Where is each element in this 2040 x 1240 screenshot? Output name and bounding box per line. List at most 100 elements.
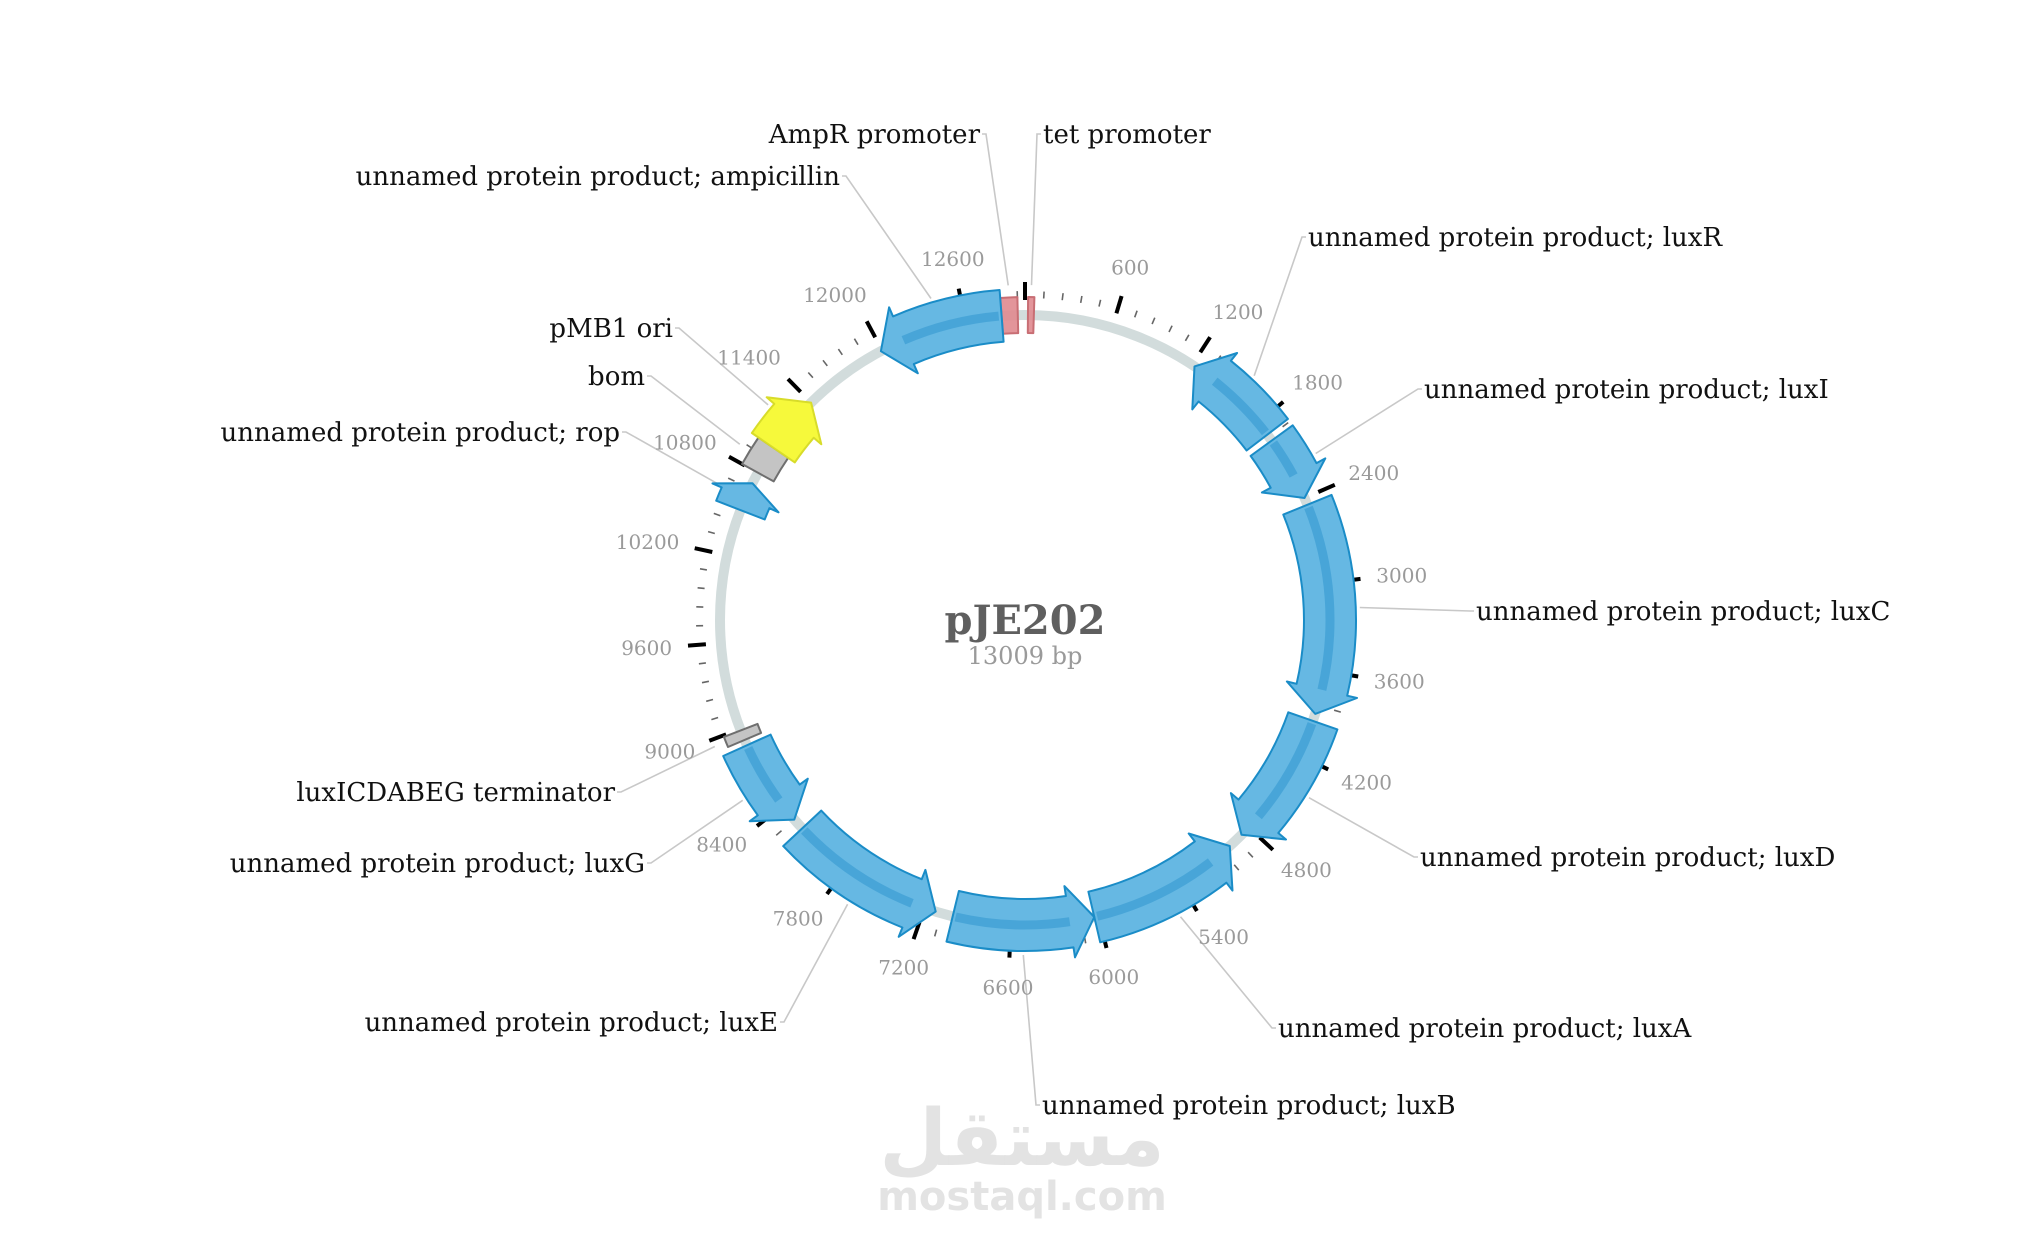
tick-label: 1200: [1213, 300, 1264, 324]
minor-tick: [1133, 310, 1138, 318]
tick-label: 10800: [653, 430, 717, 454]
leader-line-luxB: [1022, 954, 1040, 1106]
minor-tick: [1247, 851, 1254, 858]
major-tick: [1114, 295, 1124, 314]
tick-label: 10200: [616, 530, 680, 554]
minor-tick: [837, 348, 843, 356]
tick-label: 3600: [1374, 670, 1425, 694]
label-tet-promoter[interactable]: tet promoter: [1043, 120, 1211, 150]
feature-luxC[interactable]: [1282, 493, 1358, 715]
major-tick: [1258, 836, 1275, 852]
leader-line-luxR: [1253, 236, 1306, 376]
feature-ampicillin[interactable]: [879, 289, 1005, 375]
feature-ampicillin-stripe: [901, 311, 1000, 345]
feature-ampR-promoter[interactable]: [999, 296, 1020, 335]
minor-tick: [1184, 334, 1190, 342]
major-tick: [687, 642, 707, 648]
major-tick: [1317, 482, 1336, 494]
minor-tick: [713, 512, 721, 517]
tick-label: 7200: [878, 955, 929, 979]
tick-label: 5400: [1198, 925, 1249, 949]
tick-label: 12600: [921, 247, 985, 271]
feature-luxI-stripe: [1269, 440, 1298, 478]
feature-luxA-stripe: [1096, 858, 1214, 921]
label-bom[interactable]: bom: [588, 362, 645, 392]
label-pMB1-ori[interactable]: pMB1 ori: [549, 314, 673, 344]
leader-line-rop: [622, 431, 720, 485]
tick-label: 12000: [803, 283, 867, 307]
minor-tick: [697, 587, 705, 590]
feature-terminator[interactable]: [722, 722, 763, 748]
label-luxB[interactable]: unnamed protein product; luxB: [1042, 1091, 1456, 1121]
leader-line-luxG: [647, 799, 744, 864]
label-ampR-promoter[interactable]: AmpR promoter: [768, 120, 981, 150]
tick-label: 4200: [1341, 771, 1392, 795]
minor-tick: [727, 477, 735, 482]
tick-label: 1800: [1292, 371, 1343, 395]
leader-line-bom: [647, 375, 741, 445]
leader-line-pMB1-ori: [675, 327, 769, 406]
label-rop[interactable]: unnamed protein product; rop: [221, 418, 620, 448]
plasmid-name: pJE202: [945, 597, 1106, 644]
minor-tick: [1333, 709, 1342, 713]
tick-label: 3000: [1376, 563, 1427, 587]
label-luxE[interactable]: unnamed protein product; luxE: [365, 1008, 778, 1038]
leader-line-luxA: [1179, 916, 1276, 1029]
leader-line-luxE: [780, 903, 849, 1023]
label-luxC[interactable]: unnamed protein product; luxC: [1476, 597, 1890, 627]
tick-label: 8400: [696, 832, 747, 856]
feature-labels: AmpR promoter tet promoter unnamed protein…: [221, 120, 1891, 1121]
leader-line-luxI: [1315, 388, 1422, 455]
tick-label: 2400: [1348, 461, 1399, 485]
leader-line-luxC: [1359, 606, 1474, 612]
minor-tick: [707, 530, 716, 535]
label-terminator[interactable]: luxICDABEG terminator: [296, 778, 615, 808]
major-tick: [694, 546, 713, 554]
label-luxR[interactable]: unnamed protein product; luxR: [1308, 223, 1723, 253]
leader-line-tet-promoter: [1030, 133, 1041, 286]
minor-tick: [1061, 293, 1064, 301]
minor-tick: [1282, 421, 1289, 428]
tick-label: 7800: [773, 906, 824, 930]
feature-luxD-stripe: [1254, 722, 1317, 820]
minor-tick: [822, 359, 828, 367]
feature-rop[interactable]: [711, 482, 780, 521]
watermark-text: mostaql.com: [877, 1174, 1167, 1220]
tick-label: 4800: [1281, 858, 1332, 882]
feature-tet-promoter[interactable]: [1026, 296, 1036, 335]
minor-tick: [1168, 325, 1173, 333]
feature-luxR-stripe: [1211, 377, 1269, 436]
feature-pMB1-ori[interactable]: [750, 396, 823, 464]
tick-marks: 6001200180024003000360042004800540060006…: [616, 247, 1427, 999]
feature-luxB-stripe: [954, 912, 1071, 930]
label-luxA[interactable]: unnamed protein product; luxA: [1278, 1014, 1692, 1044]
minor-tick: [701, 680, 710, 684]
tick-label: 9600: [621, 636, 672, 660]
minor-tick: [1151, 317, 1156, 325]
label-luxI[interactable]: unnamed protein product; luxI: [1424, 375, 1829, 405]
minor-tick: [1233, 864, 1240, 871]
leader-line-ampR-promoter: [982, 133, 1009, 286]
tick-label: 9000: [644, 740, 695, 764]
major-tick: [911, 921, 922, 940]
feature-luxC-stripe: [1304, 505, 1335, 691]
feature-luxG-stripe: [744, 746, 783, 803]
tick-label: 6600: [983, 976, 1034, 1000]
minor-tick: [853, 338, 859, 346]
minor-tick: [807, 371, 814, 379]
watermark-logo: مستقل: [879, 1094, 1164, 1184]
minor-tick: [933, 929, 938, 937]
minor-tick: [711, 716, 719, 721]
leader-line-terminator: [617, 745, 716, 793]
major-tick: [786, 377, 803, 394]
watermark: مستقل mostaql.com: [877, 1094, 1167, 1220]
label-ampicillin[interactable]: unnamed protein product; ampicillin: [356, 162, 841, 192]
label-leaders: [617, 133, 1474, 1106]
tick-label: 6000: [1088, 965, 1139, 989]
feature-luxA[interactable]: [1087, 832, 1234, 944]
leader-line-luxD: [1308, 797, 1418, 858]
minor-tick: [775, 830, 783, 836]
label-luxD[interactable]: unnamed protein product; luxD: [1420, 843, 1835, 873]
label-luxG[interactable]: unnamed protein product; luxG: [230, 849, 645, 879]
